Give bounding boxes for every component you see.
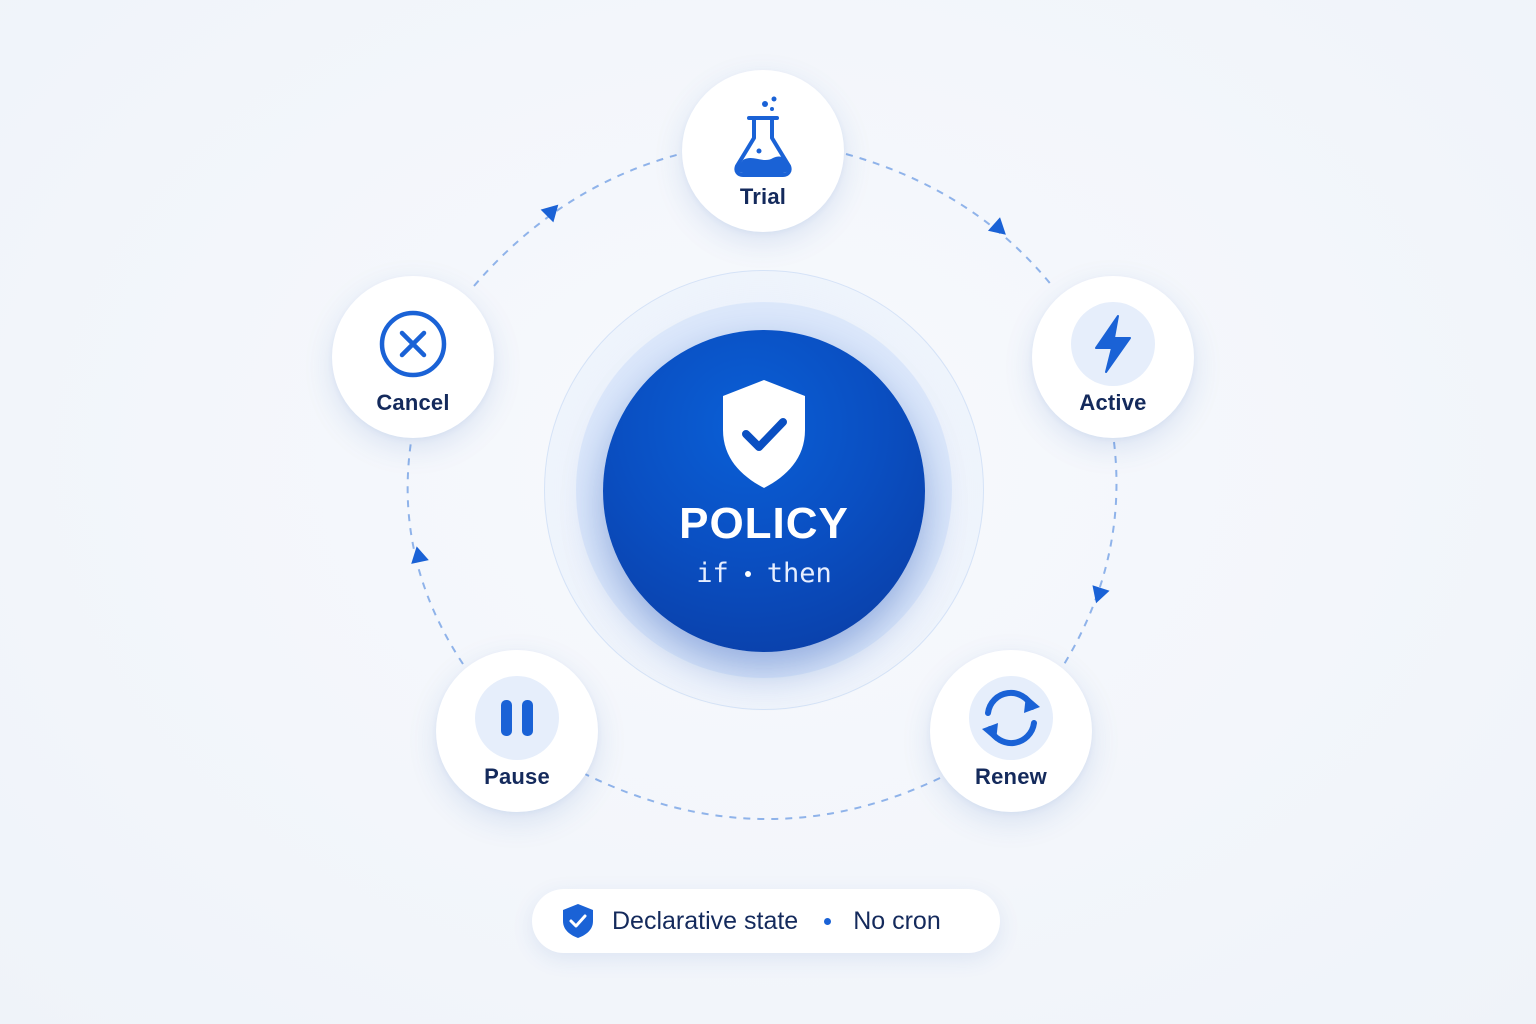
policy-subtitle-then: then: [766, 558, 832, 589]
refresh-icon: [969, 676, 1053, 760]
state-node-cancel[interactable]: Cancel: [332, 276, 494, 438]
state-node-active[interactable]: Active: [1032, 276, 1194, 438]
subtitle-dot: [744, 570, 751, 577]
policy-title: POLICY: [679, 499, 849, 548]
policy-core: POLICY if then: [603, 330, 925, 652]
transition-cancel-trial: [473, 153, 681, 287]
shield-check-icon: [723, 380, 805, 488]
state-node-renew[interactable]: Renew: [930, 650, 1092, 812]
arrowhead-cancel-trial: [540, 204, 559, 223]
transition-active-renew: [1062, 441, 1118, 667]
policy-subtitle-if: if: [696, 558, 729, 589]
pause-icon: [475, 676, 559, 760]
footer-text-no-cron: No cron: [853, 906, 941, 935]
state-label-trial: Trial: [739, 184, 787, 209]
footer-separator-dot: [824, 917, 832, 925]
transition-trial-active: [845, 153, 1054, 288]
arrowhead-trial-active: [987, 217, 1006, 235]
transition-renew-pause: [584, 773, 941, 820]
flask-icon: [721, 96, 805, 180]
footer-badge: Declarative state No cron: [532, 889, 1000, 953]
footer-text-declarative: Declarative state: [612, 906, 799, 935]
shield-check-icon: [563, 904, 593, 938]
state-label-pause: Pause: [484, 764, 550, 789]
state-label-active: Active: [1079, 390, 1147, 415]
arrowhead-active-renew: [1092, 585, 1110, 604]
state-node-trial[interactable]: Trial: [682, 70, 844, 232]
lightning-bolt-icon: [1071, 302, 1155, 386]
state-node-pause[interactable]: Pause: [436, 650, 598, 812]
close-circle-icon: [371, 302, 455, 386]
arrowhead-pause-cancel: [411, 546, 429, 564]
state-label-renew: Renew: [975, 764, 1047, 789]
state-label-cancel: Cancel: [376, 390, 450, 415]
policy-subtitle: if then: [696, 560, 832, 587]
